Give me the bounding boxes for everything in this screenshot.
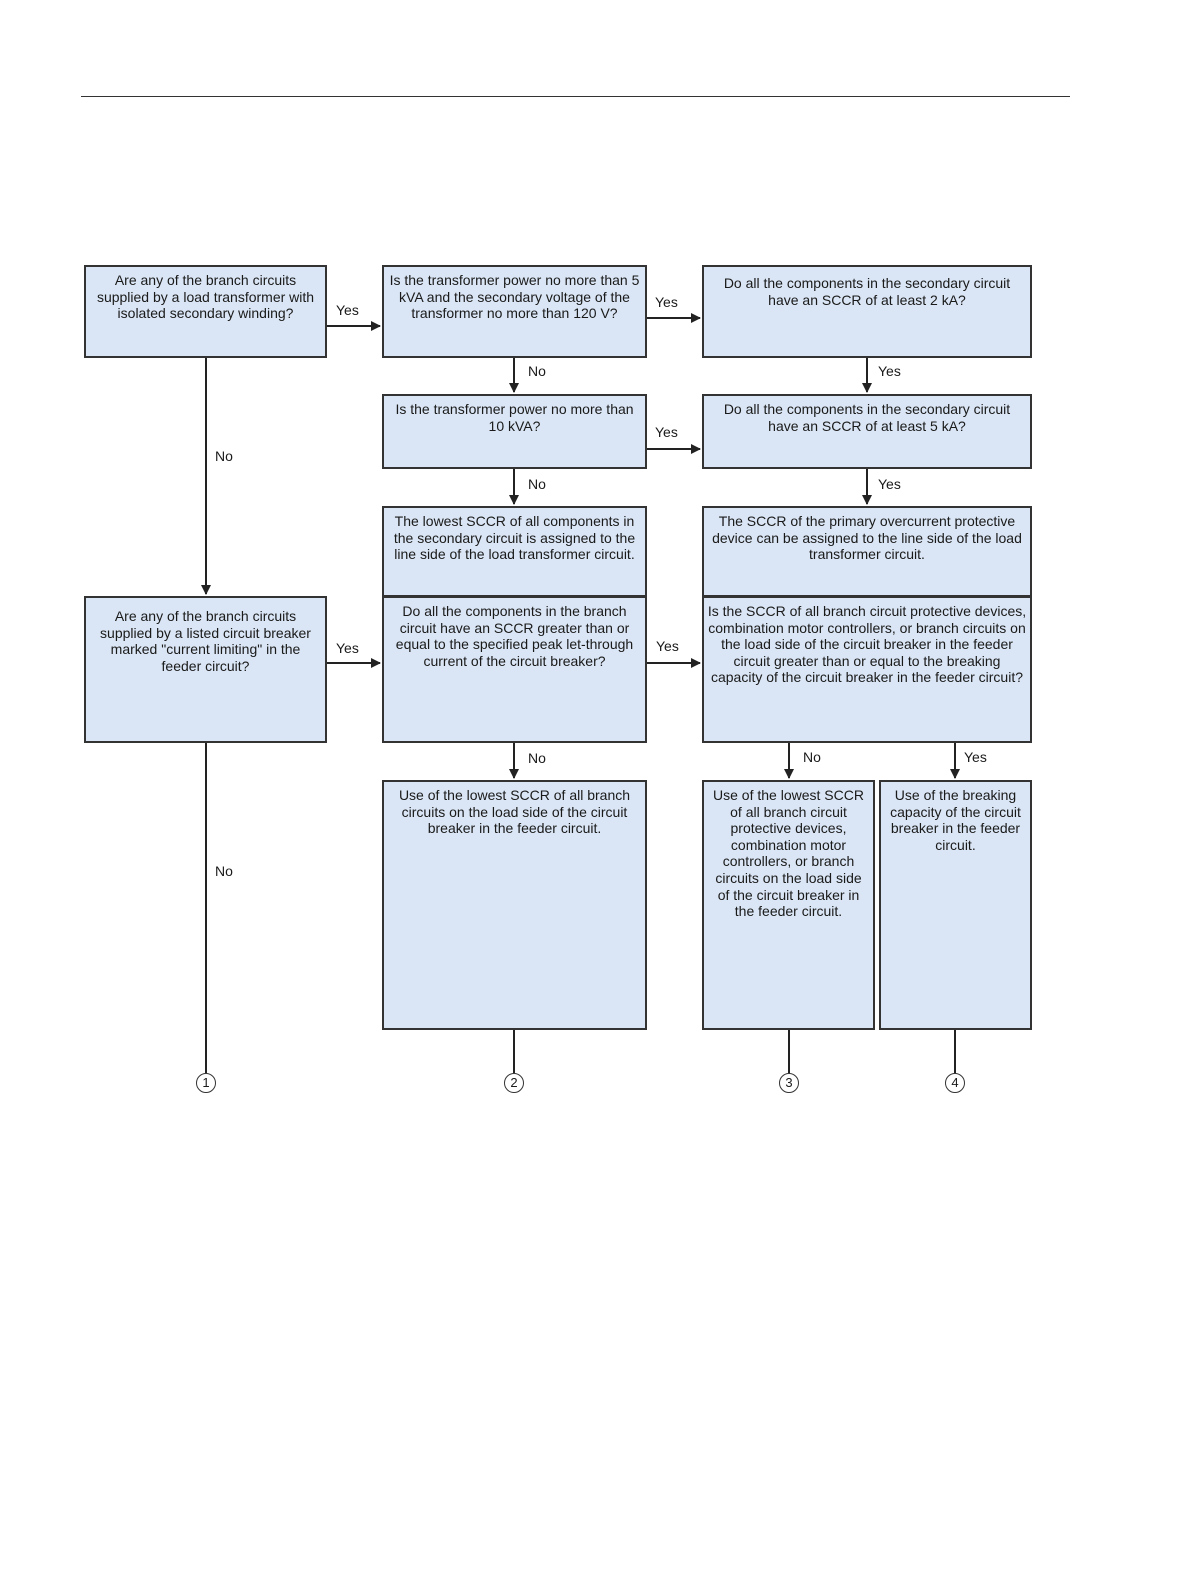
- label-no-left-upper: No: [215, 448, 233, 464]
- box-peak-letthrough-question: Do all the components in the branch circ…: [382, 596, 647, 743]
- box-lowest-branch-result: Use of the lowest SCCR of all branch cir…: [382, 780, 647, 1030]
- label-no-left-lower: No: [215, 863, 233, 879]
- label-yes-3: Yes: [655, 424, 678, 440]
- box-lowest-devices-result: Use of the lowest SCCR of all branch cir…: [702, 780, 875, 1030]
- label-yes-1: Yes: [336, 302, 359, 318]
- label-no-5kva: No: [528, 363, 546, 379]
- box-breaking-capacity-question: Is the SCCR of all branch circuit protec…: [702, 596, 1032, 743]
- box-current-limiting-question: Are any of the branch circuits supplied …: [84, 596, 327, 743]
- label-no-10kva: No: [528, 476, 546, 492]
- terminal-4: 4: [945, 1073, 965, 1093]
- label-no-breaking: No: [803, 749, 821, 765]
- box-lowest-secondary-result: The lowest SCCR of all components in the…: [382, 506, 647, 597]
- label-yes-2: Yes: [655, 294, 678, 310]
- label-no-peak: No: [528, 750, 546, 766]
- box-breaking-capacity-result: Use of the breaking capacity of the circ…: [879, 780, 1032, 1030]
- label-yes-breaking: Yes: [964, 749, 987, 765]
- box-5kva-question: Is the transformer power no more than 5 …: [382, 265, 647, 358]
- terminal-1: 1: [196, 1073, 216, 1093]
- label-yes-4: Yes: [336, 640, 359, 656]
- box-load-transformer-question: Are any of the branch circuits supplied …: [84, 265, 327, 358]
- label-yes-2ka: Yes: [878, 363, 901, 379]
- box-primary-ocpd-result: The SCCR of the primary overcurrent prot…: [702, 506, 1032, 597]
- terminal-2: 2: [504, 1073, 524, 1093]
- box-sccr-5ka-question: Do all the components in the secondary c…: [702, 394, 1032, 469]
- box-sccr-2ka-question: Do all the components in the secondary c…: [702, 265, 1032, 358]
- terminal-3: 3: [779, 1073, 799, 1093]
- label-yes-5: Yes: [656, 638, 679, 654]
- label-yes-5ka: Yes: [878, 476, 901, 492]
- header-rule: [81, 96, 1070, 97]
- box-10kva-question: Is the transformer power no more than 10…: [382, 394, 647, 469]
